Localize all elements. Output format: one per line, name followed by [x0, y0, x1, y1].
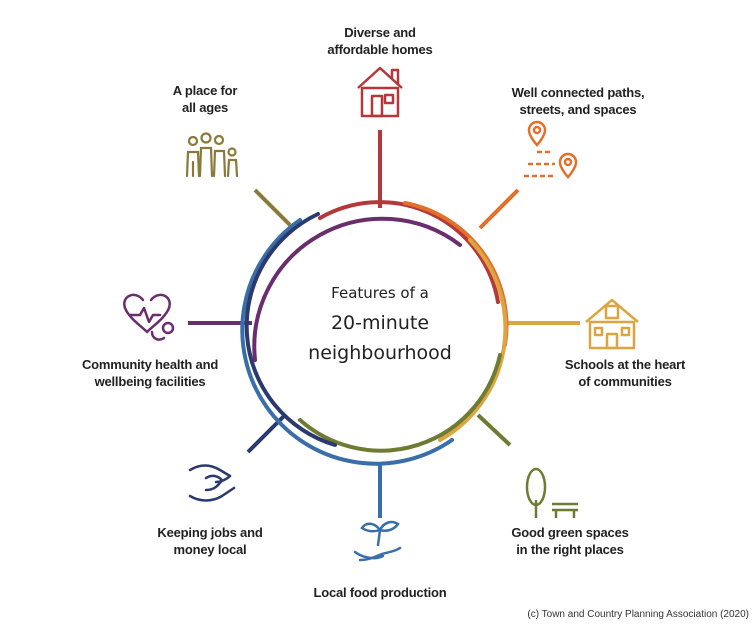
spokes — [188, 130, 580, 518]
family-icon — [185, 132, 239, 178]
center-line-2: 20-minute — [330, 312, 430, 334]
map-pins-icon — [524, 120, 578, 179]
ring-amber — [438, 238, 508, 442]
rings — [240, 200, 509, 466]
feature-label-homes: Diverse and affordable homes — [327, 25, 433, 57]
feature-label-food: Local food production — [313, 585, 447, 600]
spoke-ages — [253, 188, 292, 227]
ring-blue — [240, 218, 454, 466]
stethoscope-heart-icon — [123, 293, 175, 341]
feature-label-paths: Well connected paths, streets, and space… — [511, 85, 645, 117]
feature-label-jobs: Keeping jobs and money local — [157, 525, 263, 557]
feature-label-health: Community health and wellbeing facilitie… — [81, 357, 219, 389]
house-icon — [357, 66, 403, 118]
school-icon — [585, 298, 639, 350]
handshake-icon — [188, 464, 236, 502]
feature-label-ages: A place for all ages — [172, 83, 238, 115]
ring-olive — [298, 353, 502, 453]
tree-bench-icon — [525, 467, 578, 518]
feature-label-schools: Schools at the heart of communities — [564, 357, 686, 389]
ring-purple — [252, 216, 462, 362]
feature-label-green: Good green spaces in the right places — [511, 525, 629, 557]
spoke-paths — [478, 188, 520, 230]
credit-text: (c) Town and Country Planning Associatio… — [527, 609, 749, 620]
seedling-hand-icon — [353, 520, 402, 562]
ring-red — [318, 200, 500, 304]
center-line-1: Features of a — [331, 284, 429, 302]
ring-navy — [244, 212, 337, 447]
center-line-3: neighbourhood — [308, 342, 452, 364]
spoke-green — [476, 413, 512, 447]
